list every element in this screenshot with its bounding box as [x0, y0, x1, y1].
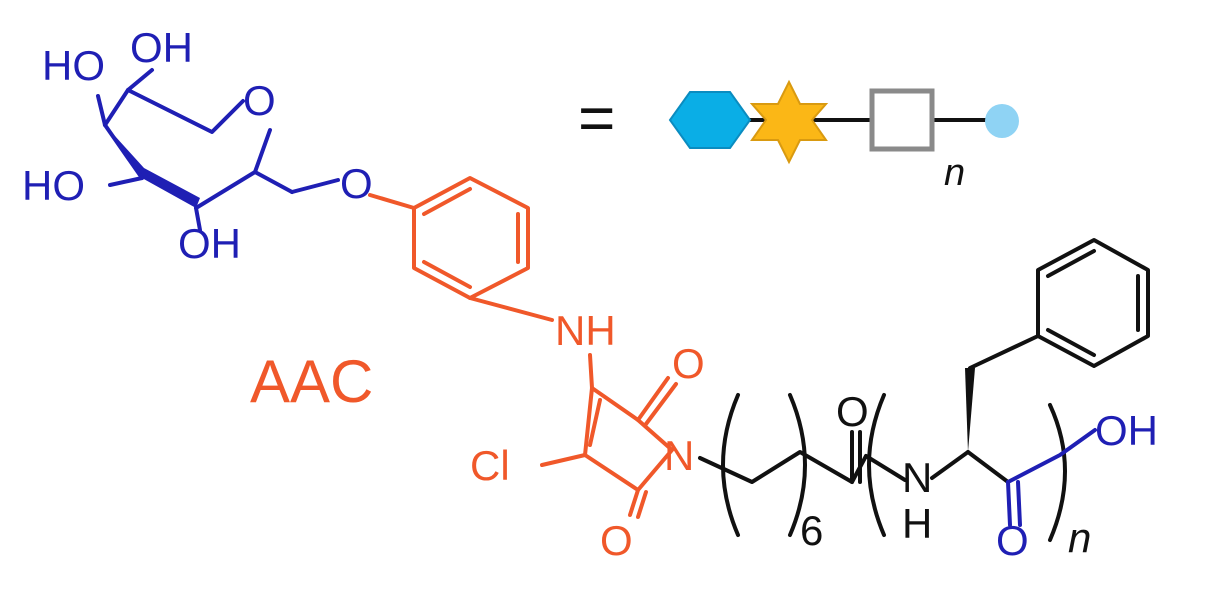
aryl-ether-bond	[368, 193, 416, 210]
ring-bond	[253, 170, 294, 194]
ho-label: HO	[42, 42, 105, 89]
anomeric-bond	[290, 178, 340, 194]
n-calpha-bond	[930, 450, 970, 480]
nh-c-bond	[588, 353, 594, 390]
ring-bond	[194, 128, 272, 210]
wedge-bond	[105, 125, 200, 208]
repeat-bracket-right	[1048, 403, 1067, 542]
chlorine-label: Cl	[470, 442, 510, 489]
benzyl-bond	[968, 334, 1040, 370]
square-icon	[869, 88, 935, 152]
repeat-bracket-left	[867, 393, 886, 537]
equals-sign: =	[578, 82, 615, 154]
carbonyl-bond	[850, 430, 862, 484]
wedge-bond	[965, 368, 975, 452]
ring-bond	[103, 88, 130, 127]
amide-bond	[864, 454, 907, 482]
carbonyl-bond	[644, 382, 678, 426]
amide-hydrogen-label: H	[902, 500, 932, 547]
phenyl-double-bonds	[422, 187, 520, 289]
repeat-bracket-left	[721, 393, 740, 537]
carbonyl-bond	[636, 376, 670, 422]
carbonyl-oxygen-label: O	[600, 517, 633, 564]
carbonyl-bond	[636, 490, 648, 519]
alkyl-chain	[698, 450, 868, 484]
linker-unit: 6 O N H n	[698, 238, 1150, 561]
galactose-unit: HO OH O HO OH O	[22, 24, 373, 267]
ho-label: HO	[22, 162, 85, 209]
phenyl-ring	[1036, 238, 1150, 368]
carbonyl-bond	[1006, 480, 1022, 527]
maleimide-double-bond	[588, 398, 602, 447]
nh-label: NH	[555, 307, 616, 354]
substituent-bond	[96, 94, 107, 127]
repeat-bracket-right	[788, 393, 807, 537]
legend-repeat-n-label: n	[944, 152, 965, 194]
aac-unit: NH O Cl N O AAC	[250, 176, 705, 564]
c-oh-bond	[1006, 428, 1097, 484]
hydroxyl-label: OH	[1095, 407, 1158, 454]
c-cl-bond	[540, 453, 587, 467]
repeat-count-label: 6	[800, 507, 823, 554]
phenyl-ring	[412, 176, 530, 300]
carbonyl-oxygen-label: O	[836, 388, 869, 435]
wedge-bond	[103, 123, 144, 180]
glycosidic-oxygen-label: O	[340, 160, 373, 207]
star-icon	[749, 79, 829, 165]
dot-icon	[985, 104, 1019, 138]
ring-oxygen-label: O	[243, 77, 276, 124]
calpha-c-bond	[966, 450, 1010, 484]
repeat-n-label: n	[1068, 514, 1091, 561]
phenyl-double-bonds	[1046, 249, 1140, 357]
oh-label: OH	[178, 220, 241, 267]
maleimide-ring	[583, 386, 674, 492]
symbol-legend: = n	[578, 79, 1019, 194]
nitrogen-label: N	[664, 432, 694, 479]
terminal-acid: OH O	[996, 407, 1158, 564]
amide-nitrogen-label: N	[902, 454, 932, 501]
carbonyl-bond	[628, 488, 640, 517]
hexagon-icon	[668, 91, 752, 149]
ring-bond	[126, 68, 245, 134]
carbonyl-oxygen-label: O	[996, 517, 1029, 564]
substituent-bond	[108, 176, 144, 187]
aryl-n-bond	[468, 296, 554, 322]
oh-label: OH	[130, 24, 193, 71]
substituent-bond	[194, 206, 202, 232]
aac-label: AAC	[250, 348, 373, 415]
carbonyl-oxygen-label: O	[672, 340, 705, 387]
